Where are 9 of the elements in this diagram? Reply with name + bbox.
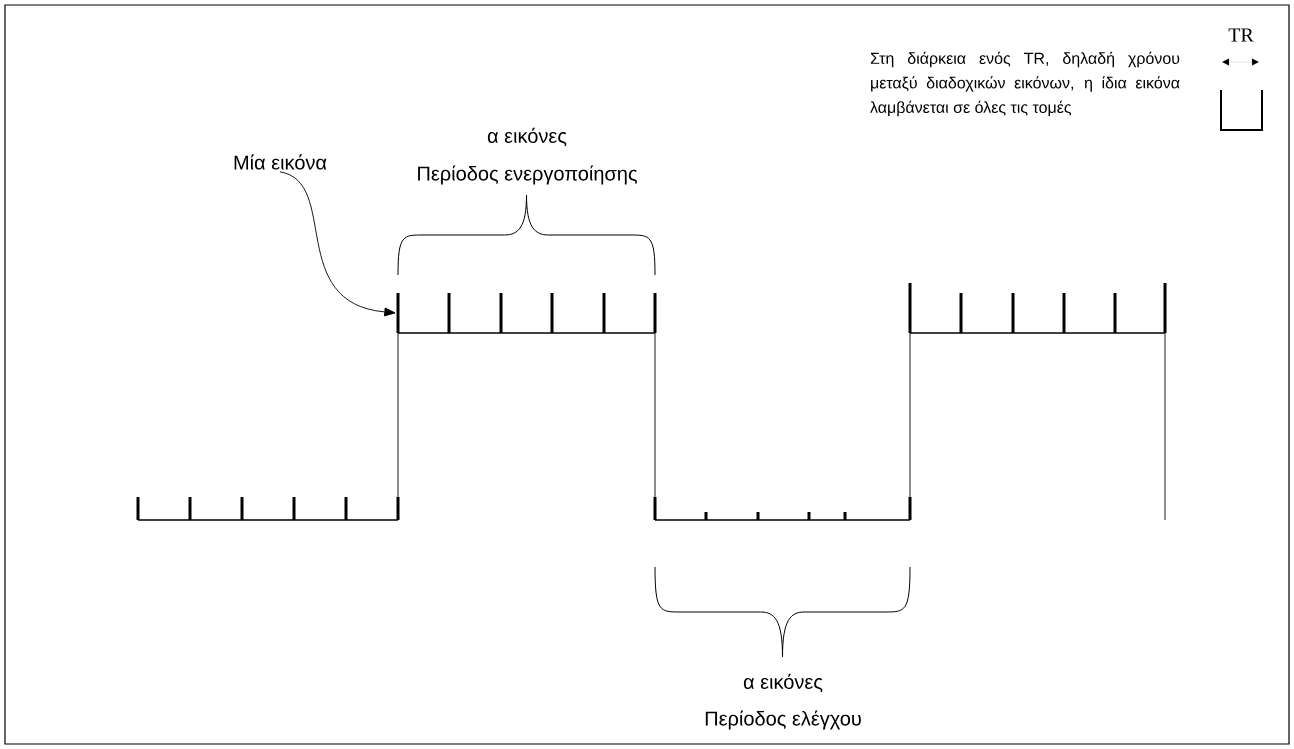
brace-label: α εικόνες [743, 673, 823, 693]
leader-line [279, 171, 396, 317]
tick-mark [396, 293, 400, 333]
brace-label: Περίοδος ενεργοποίησης [418, 165, 637, 185]
brace-label: Περίοδος ελέγχου [705, 710, 861, 730]
note-text: Στη διάρκεια ενός TR, δηλαδή χρόνου μεταξύ διαδοχικών εικόνων, η ίδια εικόνα λαμβάνεται σε όλες τις τομές [870, 51, 1180, 117]
interval-label: TR [1228, 28, 1254, 42]
caption-text: Μία εικόνα [234, 154, 327, 170]
brace-label: α εικόνες [487, 127, 567, 147]
